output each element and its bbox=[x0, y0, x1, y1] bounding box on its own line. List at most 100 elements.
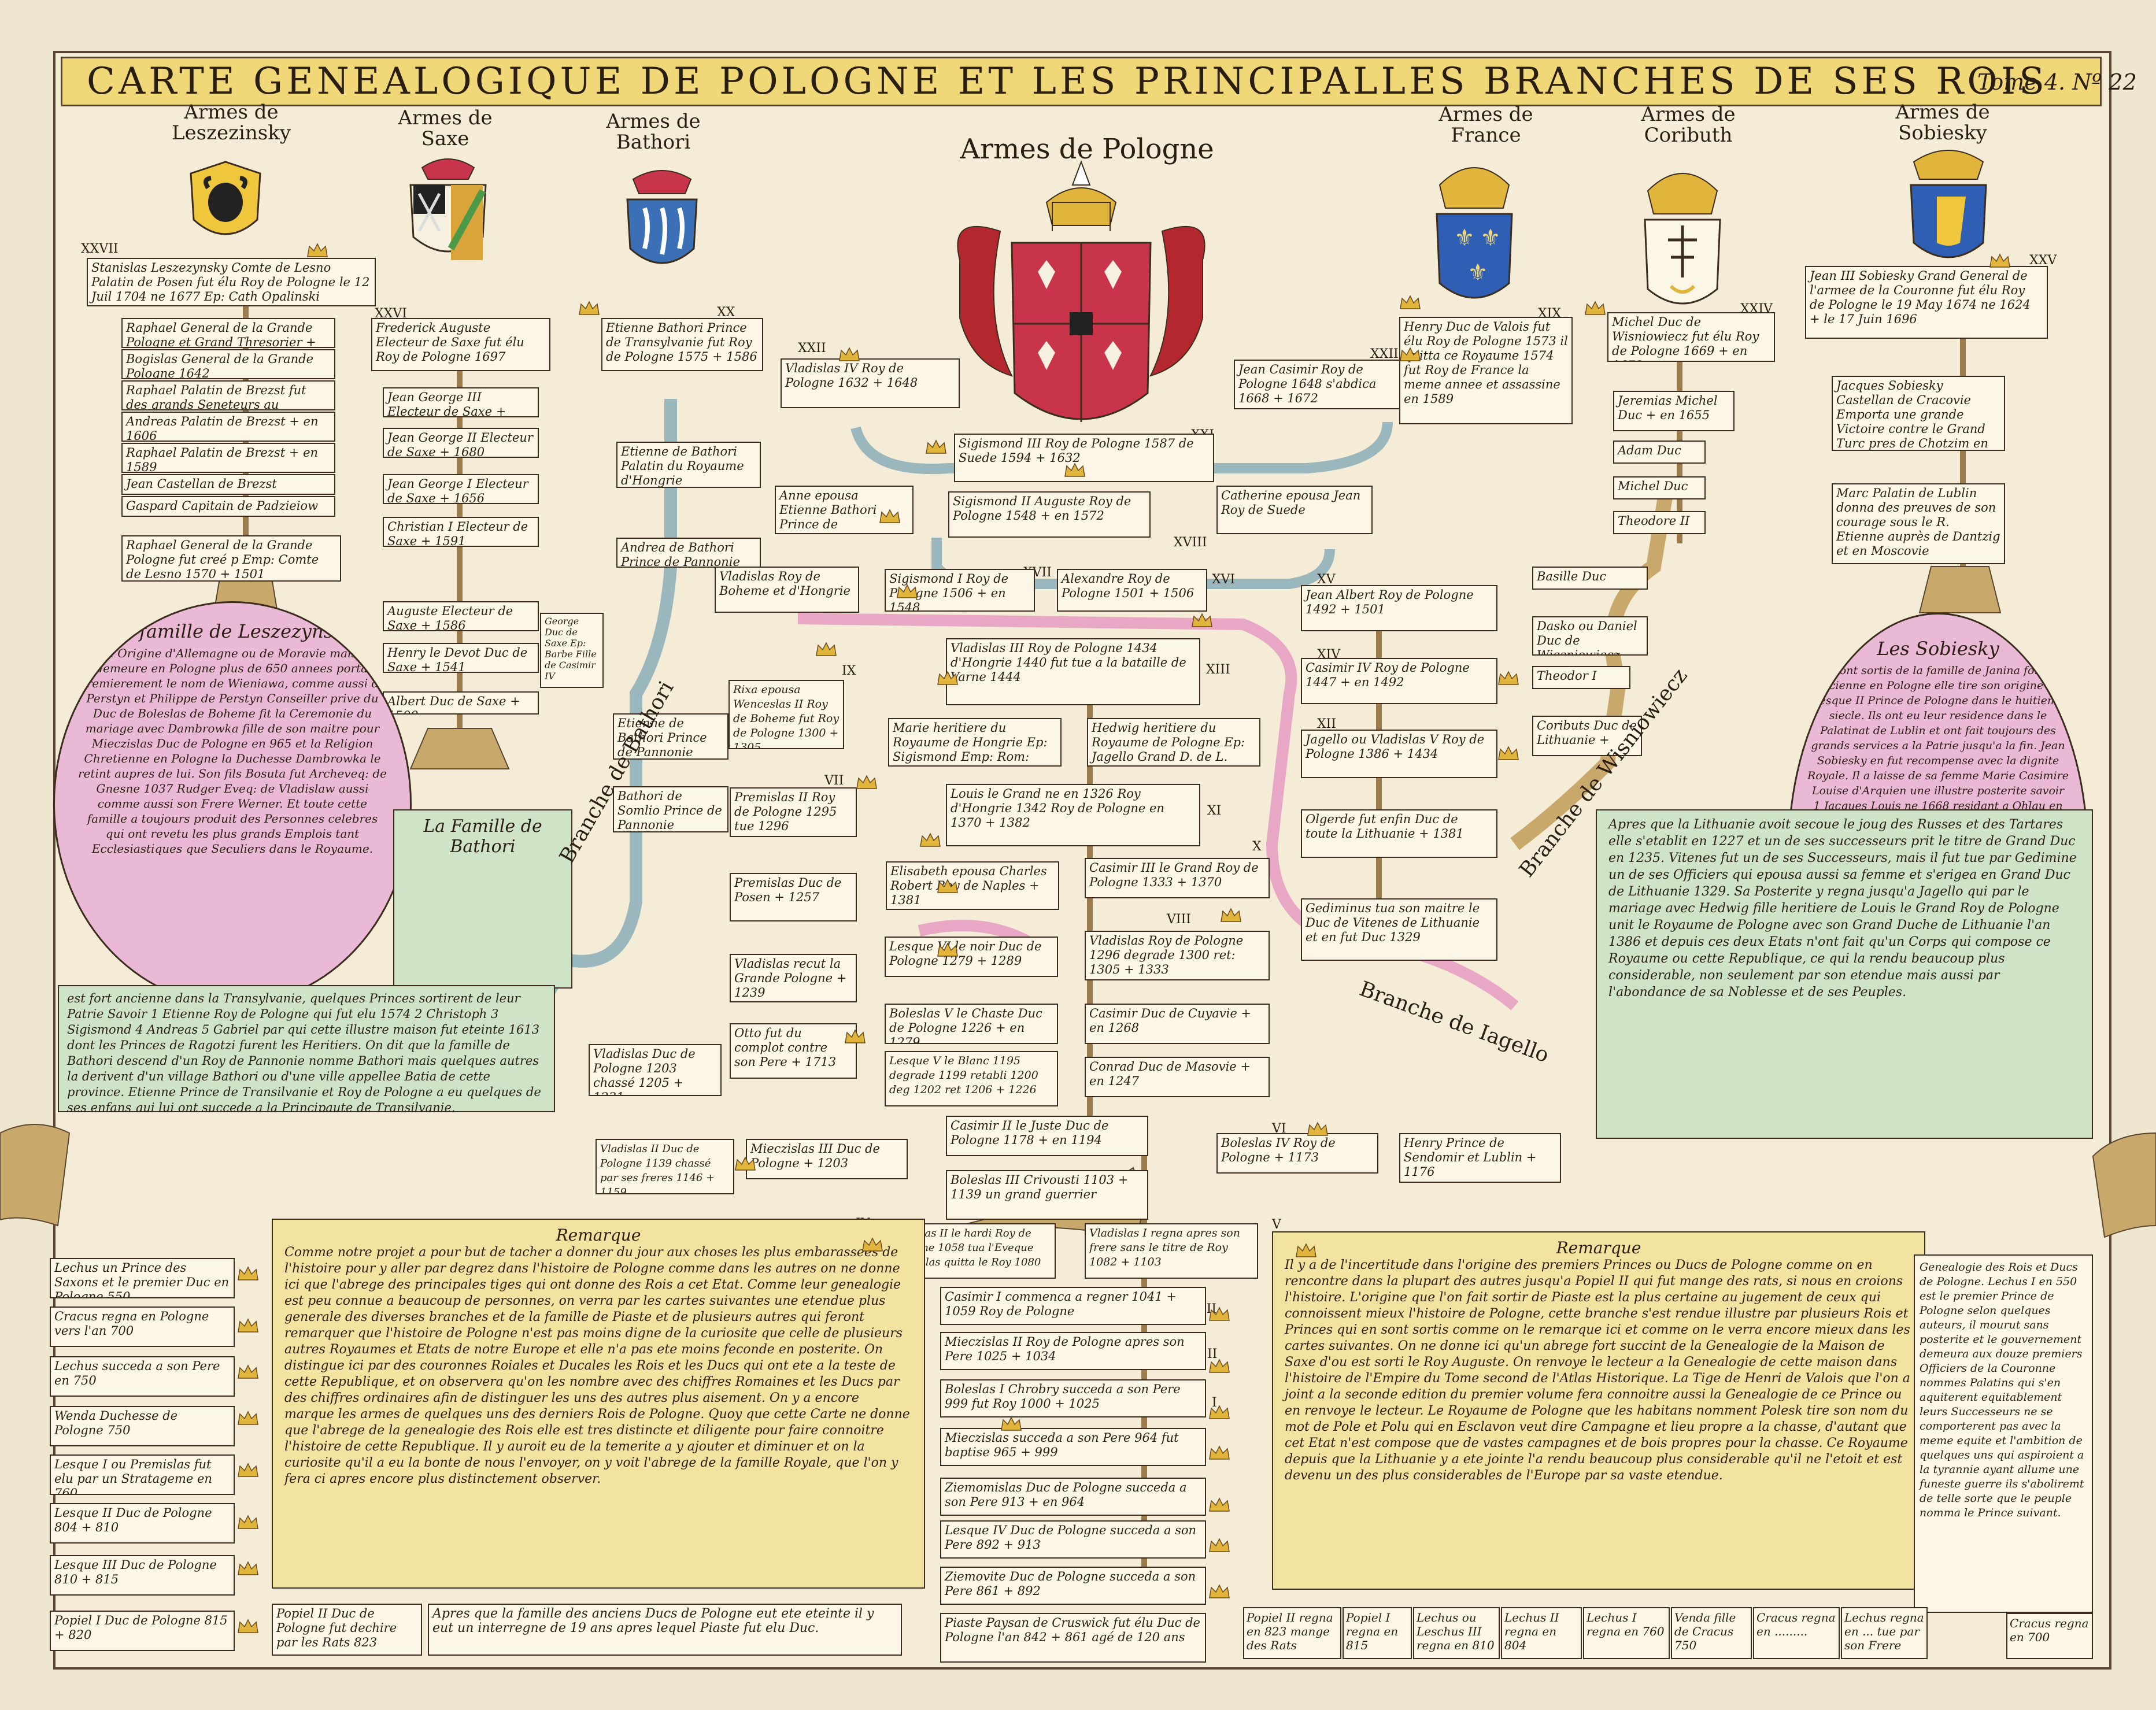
vladislas-iii-box: Vladislas III Roy de Pologne 1434 d'Hong… bbox=[946, 638, 1200, 705]
crown-icon bbox=[1498, 746, 1519, 760]
coributh-item-4: Theodore II bbox=[1613, 511, 1706, 534]
crown-icon bbox=[937, 942, 958, 957]
crown-icon bbox=[1585, 301, 1606, 315]
numeral: V bbox=[1272, 1217, 1281, 1232]
remarque-left-text: Comme notre projet a pour but de tacher … bbox=[284, 1245, 910, 1486]
sobieski-pedestal bbox=[1918, 566, 2002, 613]
piaste-box: Piaste Paysan de Cruswick fut élu Duc de… bbox=[940, 1613, 1206, 1663]
page-title: CARTE GENEALOGIQUE DE POLOGNE ET LES PRI… bbox=[87, 60, 2048, 103]
vladislas-iv-box: Vladislas IV Roy de Pologne 1632 + 1648 bbox=[781, 358, 960, 408]
numeral: XII bbox=[1317, 717, 1337, 731]
crown-icon bbox=[1400, 295, 1421, 309]
bottom-cell-5: Lechus I regna en 760 bbox=[1583, 1607, 1670, 1659]
svg-text:⚜: ⚜ bbox=[1480, 225, 1501, 251]
premislas-ii-box: Premislas II Roy de Pologne 1295 tue 129… bbox=[730, 787, 857, 837]
remarque-left-panel: Remarque Comme notre projet a pour but d… bbox=[272, 1219, 925, 1589]
center-stem bbox=[1087, 682, 1093, 1145]
crown-icon bbox=[238, 1515, 258, 1529]
blue-connector-top bbox=[850, 421, 1393, 475]
crown-icon bbox=[1209, 1306, 1230, 1321]
early-duke-5: Lesque I ou Premislas fut elu par un Str… bbox=[50, 1454, 235, 1495]
casimir-cuyavie-box: Casimir Duc de Cuyavie + en 1268 bbox=[1085, 1004, 1270, 1044]
crown-icon bbox=[816, 642, 837, 656]
crown-icon bbox=[856, 775, 877, 789]
crown-icon bbox=[307, 243, 328, 257]
henry-sendomir-box: Henry Prince de Sendomir et Lublin + 117… bbox=[1399, 1133, 1561, 1183]
bathori-family-title: La Famille de Bathori bbox=[423, 816, 542, 857]
crown-icon bbox=[238, 1364, 258, 1379]
numeral: XXV bbox=[2029, 253, 2057, 268]
shield-icon bbox=[1910, 150, 1987, 258]
saxe-item-3: Jean George I Electeur de Saxe + 1656 bbox=[383, 474, 539, 504]
leszczynski-item-2: Bogislas General de la Grande Pologne 16… bbox=[121, 349, 335, 379]
crown-icon bbox=[238, 1266, 258, 1280]
numeral: XVIII bbox=[1174, 535, 1207, 550]
marc-sobieski-box: Marc Palatin de Lublin donna des preuves… bbox=[1832, 483, 2005, 564]
early-duke-8: Popiel I Duc de Pologne 815 + 820 bbox=[50, 1611, 235, 1651]
otto-box: Otto fut du complot contre son Pere + 17… bbox=[730, 1023, 857, 1079]
jean-sobieski-box: Jean III Sobiesky Grand General de l'arm… bbox=[1805, 266, 2048, 339]
elisabeth-box: Elisabeth epousa Charles Robert Roy de N… bbox=[886, 861, 1059, 910]
remarque-left-title: Remarque bbox=[556, 1226, 641, 1245]
arms-label-pologne: Armes de Pologne bbox=[960, 133, 1214, 165]
boleslas-chaste-box: Boleslas V le Chaste Duc de Pologne 1226… bbox=[885, 1004, 1058, 1044]
catherine-box: Catherine epousa Jean Roy de Suede bbox=[1216, 486, 1373, 534]
crown-icon bbox=[937, 879, 958, 893]
trunk-left bbox=[0, 1124, 71, 1227]
numeral: I bbox=[1212, 1396, 1217, 1410]
bathori-item-2: Andrea de Bathori Prince de Pannonie bbox=[616, 538, 761, 568]
jean-casimir-box: Jean Casimir Roy de Pologne 1648 s'abdic… bbox=[1234, 360, 1413, 409]
ziemomislas-box: Ziemomislas Duc de Pologne succeda a son… bbox=[940, 1478, 1206, 1516]
saxe-item-1: Jean George III Electeur de Saxe + 1691 bbox=[383, 387, 539, 417]
numeral: X bbox=[1252, 839, 1262, 854]
early-duke-6: Lesque II Duc de Pologne 804 + 810 bbox=[50, 1503, 235, 1544]
numeral: II bbox=[1207, 1347, 1218, 1361]
crown-icon bbox=[862, 1237, 883, 1252]
coributh-item-7: Theodor I bbox=[1532, 666, 1630, 689]
henry-valois-box: Henry Duc de Valois fut élu Roy de Polog… bbox=[1399, 317, 1573, 424]
saxe-item-4: Christian I Electeur de Saxe + 1591 bbox=[383, 517, 539, 547]
eagle-icon bbox=[957, 160, 1205, 422]
bottom-cell-8: Lechus regna en ... tue par son Frere bbox=[1841, 1607, 1928, 1659]
leszczynski-item-1: Raphael General de la Grande Pologne et … bbox=[121, 318, 335, 348]
leszczynski-item-4: Andreas Palatin de Brezst + en 1606 bbox=[121, 412, 335, 442]
vladislas-loketek-box: Vladislas Roy de Pologne 1296 degrade 13… bbox=[1085, 931, 1270, 980]
saxe-item-7: Albert Duc de Saxe + 1500 bbox=[383, 691, 539, 715]
sigismond-iii-box: Sigismond III Roy de Pologne 1587 de Sue… bbox=[954, 434, 1214, 482]
crown-icon bbox=[238, 1619, 258, 1633]
arms-label-coributh: Armes de Coributh bbox=[1641, 103, 1736, 147]
george-box: George Duc de Saxe Ep: Barbe Fille de Ca… bbox=[540, 613, 604, 688]
crown-icon bbox=[926, 439, 946, 454]
arms-label-bathori: Armes de Bathori bbox=[606, 110, 701, 154]
lesque-noir-box: Lesque VI le noir Duc de Pologne 1279 + … bbox=[885, 937, 1058, 977]
crown-icon bbox=[1400, 347, 1421, 361]
crown-icon bbox=[920, 832, 941, 847]
arms-label-saxe: Armes de Saxe bbox=[398, 106, 493, 150]
leszczynski-oval-text: a son Origine d'Allemagne ou de Moravie … bbox=[78, 646, 387, 856]
saxe-item-5: Auguste Electeur de Saxe + 1586 bbox=[383, 601, 539, 631]
crown-icon bbox=[897, 584, 918, 598]
early-duke-4: Wenda Duchesse de Pologne 750 bbox=[50, 1406, 235, 1446]
crown-icon bbox=[1209, 1497, 1230, 1512]
crown-icon bbox=[238, 1463, 258, 1477]
coributh-item-2: Adam Duc bbox=[1613, 441, 1706, 464]
volume-number: Tome 4. Nº 22 bbox=[1977, 69, 2137, 95]
crown-icon bbox=[845, 1029, 866, 1043]
numeral: XVI bbox=[1212, 572, 1236, 587]
crown-icon bbox=[1989, 253, 2010, 268]
rixa-box: Rixa epousa Wenceslas II Roy de Boheme f… bbox=[728, 680, 844, 749]
bathori-item-1: Etienne de Bathori Palatin du Royaume d'… bbox=[616, 442, 761, 488]
arms-label-france: Armes de France bbox=[1438, 103, 1533, 147]
crown-icon bbox=[1001, 1416, 1022, 1431]
bottom-cell-6: Venda fille de Cracus 750 bbox=[1671, 1607, 1752, 1659]
bottom-cell-4: Lechus II regna en 804 bbox=[1501, 1607, 1582, 1659]
crown-icon bbox=[1209, 1584, 1230, 1598]
bathori-item-4: Bathori de Somlio Prince de Pannonie bbox=[613, 786, 728, 832]
bottom-cell-3: Lechus ou Leschus III regna en 810 bbox=[1413, 1607, 1500, 1659]
coributh-item-8: Coributs Duc de Lithuanie + bbox=[1532, 716, 1642, 756]
saxe-item-6: Henry le Devot Duc de Saxe + 1541 bbox=[383, 643, 539, 673]
crown-icon bbox=[238, 1318, 258, 1333]
hedwig-box: Hedwig heritiere du Royaume de Pologne E… bbox=[1087, 718, 1260, 767]
saxe-item-2: Jean George II Electeur de Saxe + 1680 bbox=[383, 428, 539, 458]
gedimin-box: Gediminus tua son maitre le Duc de Viten… bbox=[1301, 898, 1497, 961]
